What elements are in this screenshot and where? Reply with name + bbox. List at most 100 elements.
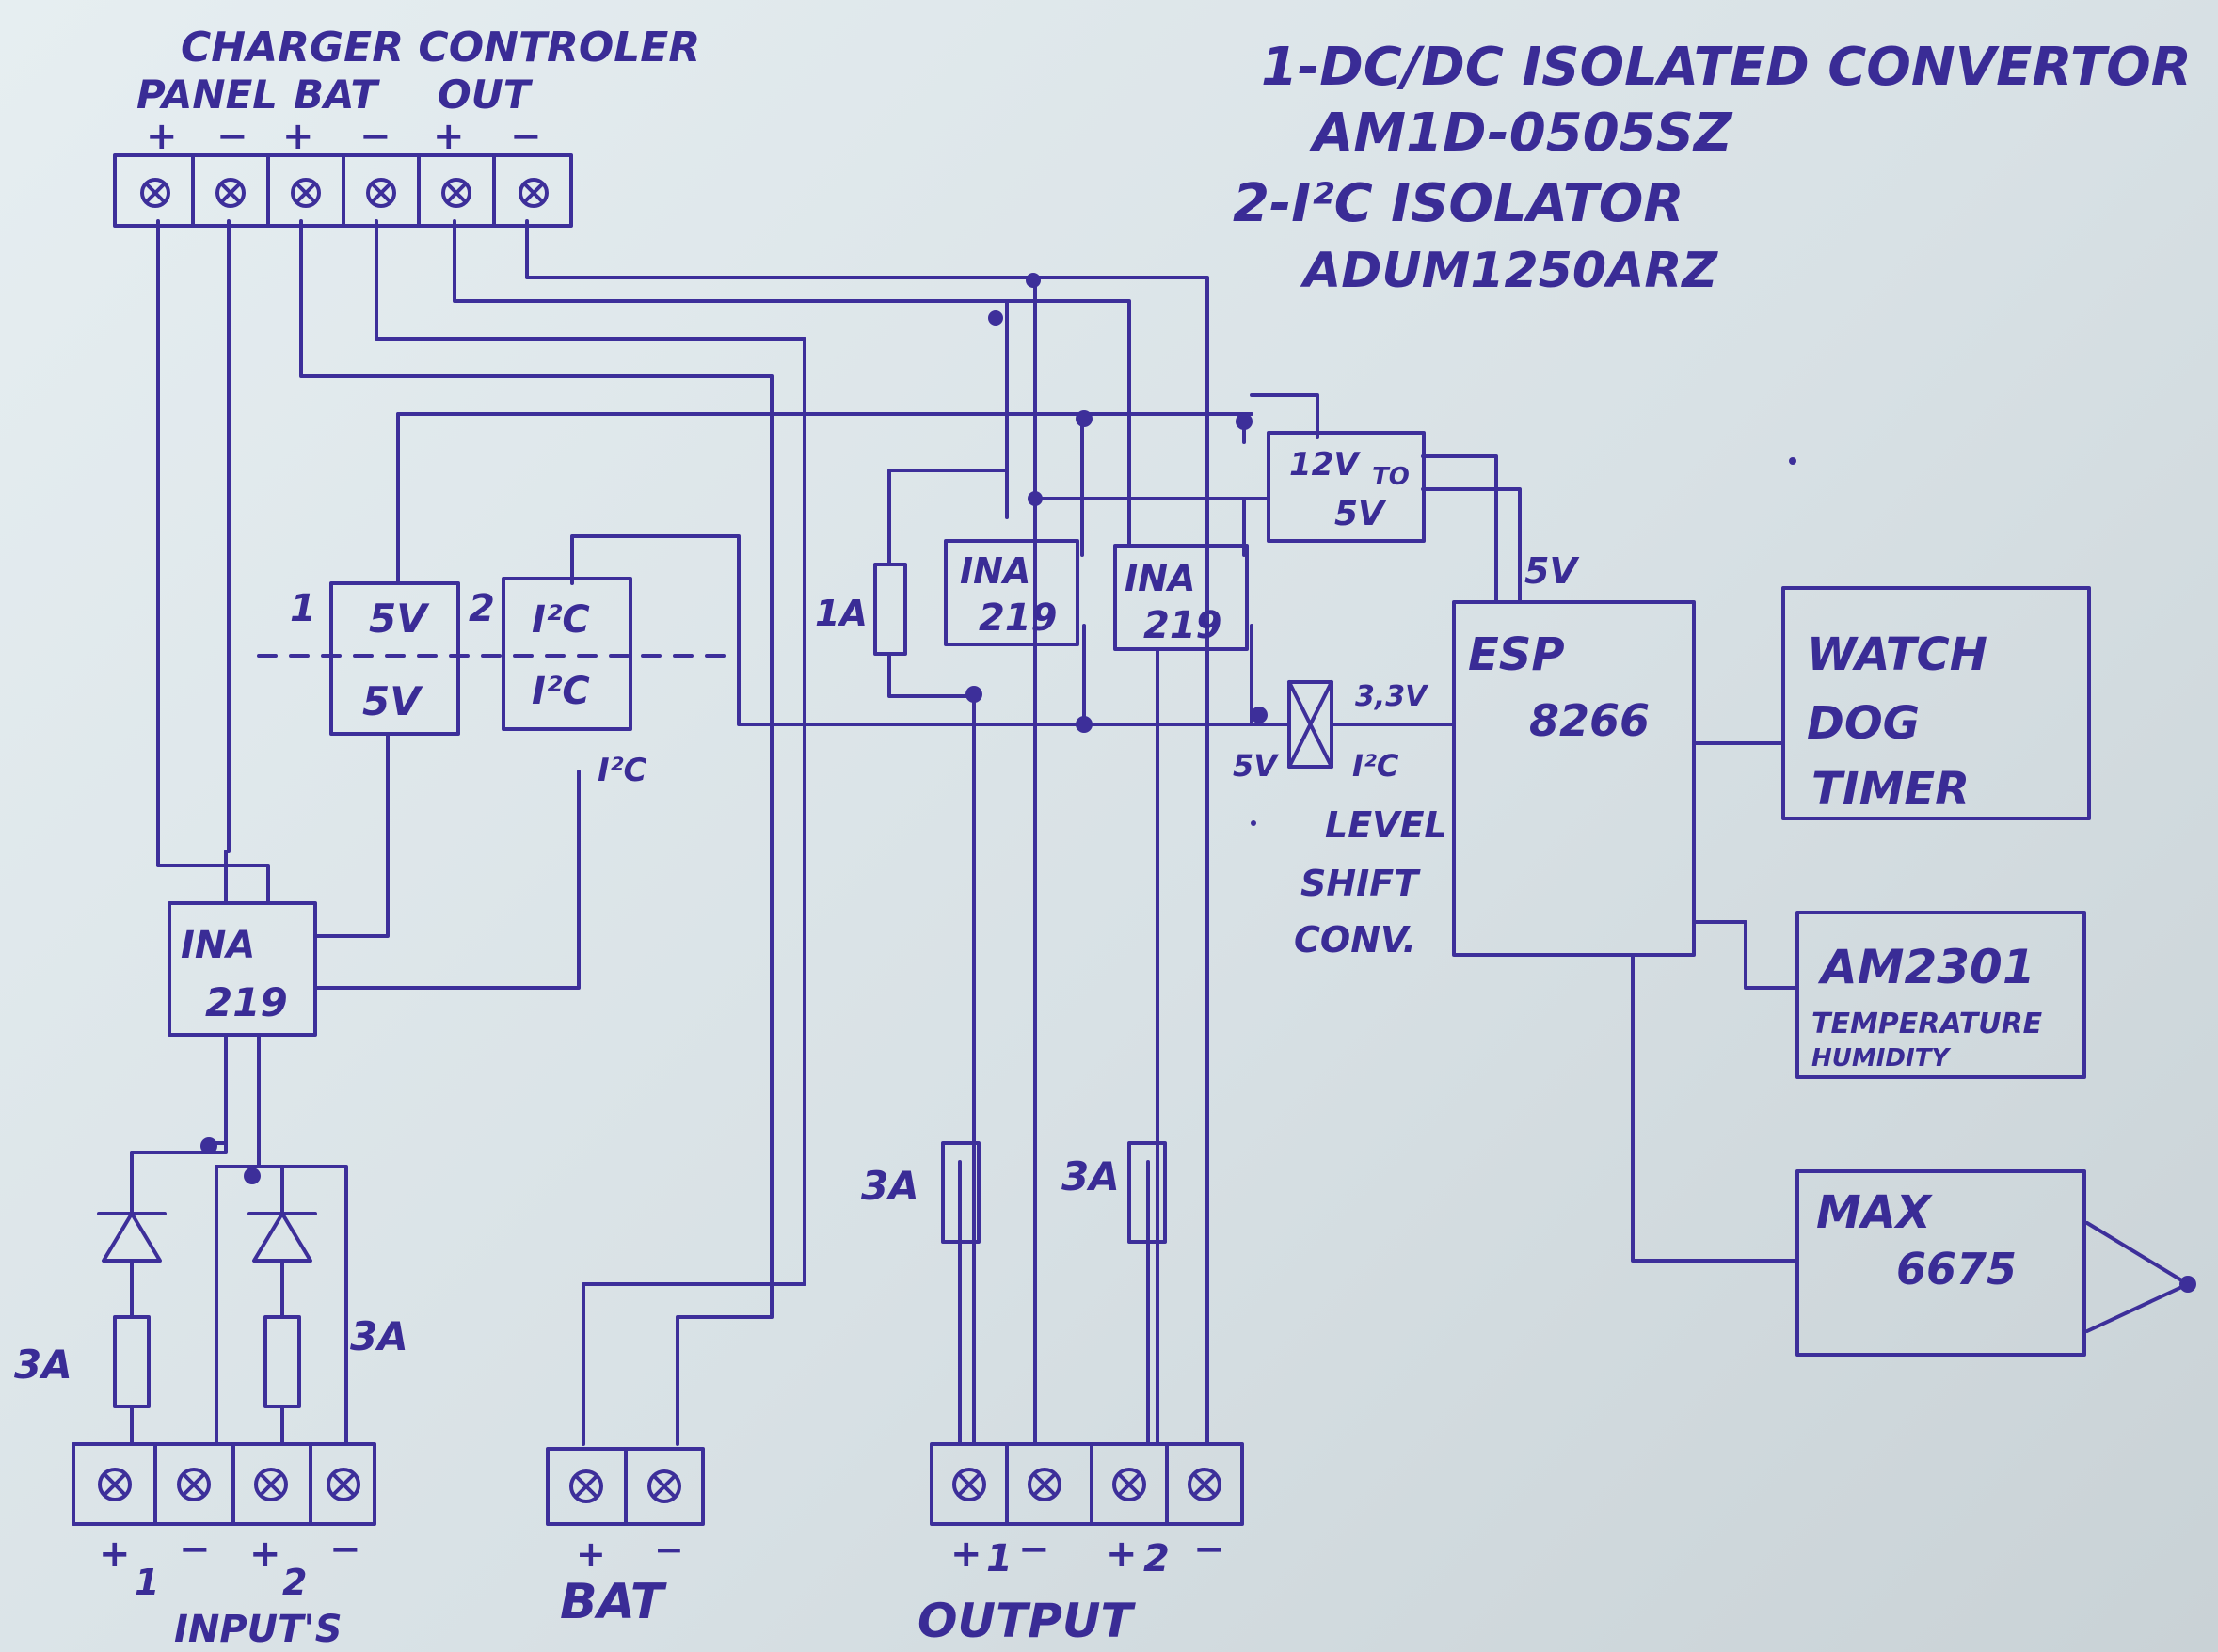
note-line-2: AM1D-0505SZ <box>1309 103 1733 164</box>
wire-bat-minus <box>375 219 806 1446</box>
inputs-number-2: 2 <box>282 1562 307 1603</box>
note-line-1: 1-DC/DC ISOLATED CONVERTOR <box>1261 37 2192 98</box>
ina-inputs-line2: 219 <box>205 979 288 1025</box>
fuse-input-2 <box>263 1315 301 1408</box>
fuse-output-1 <box>941 1141 981 1244</box>
charger-bat-plus: + <box>282 115 314 158</box>
regulator-line1: 12V <box>1289 446 1361 484</box>
ina-inputs-line1: INA <box>181 924 255 967</box>
output-number-1: 1 <box>986 1537 1013 1581</box>
watchdog-box <box>1781 586 2091 820</box>
charger-panel-label: PANEL <box>136 71 278 118</box>
junction-dot <box>244 1168 261 1184</box>
input-protection <box>97 1212 317 1408</box>
junction-dot <box>1028 491 1043 506</box>
junction-dot <box>1236 413 1253 430</box>
level-shifter-symbol <box>1287 680 1333 769</box>
max6675-line2: 6675 <box>1896 1244 2017 1295</box>
am2301-line1: AM2301 <box>1817 940 2035 994</box>
watchdog-line2: DOG <box>1807 697 1920 750</box>
fuse-output-2 <box>1127 1141 1167 1244</box>
esp-line1: ESP <box>1468 628 1565 681</box>
dcdc-top-label: 5V <box>369 596 430 642</box>
wire-reg-esp-gnd <box>1421 487 1522 604</box>
inputs-1-minus: − <box>179 1528 211 1571</box>
thermocouple-probe <box>2085 1221 2190 1333</box>
ina219-inputs-box <box>168 901 317 1037</box>
output-number-2: 2 <box>1143 1537 1170 1581</box>
wire-esp-am2301 <box>1692 920 1799 990</box>
wire-reg-in <box>1250 393 1319 439</box>
output-2-minus: − <box>1193 1528 1225 1571</box>
junction-dot <box>965 686 982 703</box>
output-terminal-block <box>930 1442 1244 1526</box>
junction-dot <box>1076 716 1093 733</box>
diode-2 <box>247 1212 317 1263</box>
ina-out1-line2: 219 <box>979 596 1058 640</box>
watchdog-line3: TIMER <box>1811 763 1970 816</box>
charger-bat-minus: − <box>359 115 391 158</box>
wires <box>130 219 2190 1446</box>
wire-in1-top <box>130 1141 228 1154</box>
output-1-minus: − <box>1018 1528 1050 1571</box>
fuse-input-2-label: 3A <box>350 1313 408 1359</box>
bat-terminal-block <box>546 1447 705 1526</box>
junction-dot <box>1076 410 1093 427</box>
wire-reg-esp-5v <box>1421 454 1498 604</box>
junction-dot <box>200 1137 217 1154</box>
fuse-output-2-label: 3A <box>1061 1153 1120 1199</box>
wire-out-plus <box>453 219 1131 548</box>
terminal-body <box>930 1442 1244 1526</box>
wire-i2c-bus <box>570 534 1291 726</box>
ina-out2-line1: INA <box>1125 558 1195 599</box>
output-terminal-label: OUTPUT <box>918 1594 1136 1648</box>
wire-1a-top <box>887 469 1009 566</box>
level-shift-line3: CONV. <box>1294 919 1416 961</box>
wire-iso2-ina <box>313 770 581 990</box>
level-shift-33v: 3,3V <box>1355 680 1429 713</box>
charger-terminal-block <box>113 153 573 228</box>
ink-dot <box>1251 820 1256 826</box>
diode-1 <box>97 1212 167 1263</box>
inputs-2-plus: + <box>249 1533 281 1576</box>
inputs-terminal-block <box>72 1442 376 1526</box>
max6675-line1: MAX <box>1816 1186 1933 1239</box>
bat-terminal-minus: − <box>654 1529 684 1570</box>
max6675-box <box>1795 1169 2086 1357</box>
fuse-1a <box>873 563 907 656</box>
wire-out-minus <box>525 219 1209 1446</box>
output-2-plus: + <box>1106 1533 1138 1576</box>
esp8266-box <box>1452 600 1696 957</box>
am2301-line3: HUMIDITY <box>1811 1044 1952 1072</box>
inputs-terminal-label: INPUT'S <box>174 1608 343 1651</box>
charger-bat-label: BAT <box>294 71 380 118</box>
regulator-line2: TO <box>1372 463 1410 491</box>
fuse-output-1-label: 3A <box>861 1163 919 1209</box>
screw-terminal <box>441 178 471 208</box>
wire-panel-plus <box>156 219 270 905</box>
esp-line2: 8266 <box>1529 695 1650 746</box>
wire-panel-minus <box>224 219 231 905</box>
note-line-3: 2-I²C ISOLATOR <box>1233 173 1684 234</box>
junction-dot <box>1251 707 1268 723</box>
i2c-iso-bottom-label: I²C <box>532 670 590 713</box>
level-shift-5v: 5V <box>1233 748 1279 784</box>
inputs-2-minus: − <box>329 1528 361 1571</box>
charger-panel-minus: − <box>216 115 248 158</box>
regulator-line3: 5V <box>1334 495 1387 533</box>
fuse-input-1-label: 3A <box>14 1342 72 1388</box>
level-shift-line1: LEVEL <box>1325 804 1447 846</box>
output-1-plus: + <box>950 1533 982 1576</box>
screw-terminal <box>215 178 246 208</box>
screw-terminal <box>291 178 321 208</box>
i2c-iso-out-label: I²C <box>598 752 647 789</box>
ina-out1-line1: INA <box>960 550 1030 592</box>
junction-dots <box>200 273 2196 1293</box>
inputs-number-1: 1 <box>135 1562 159 1603</box>
charger-out-plus: + <box>433 115 465 158</box>
watchdog-line1: WATCH <box>1807 628 1987 681</box>
screw-terminal <box>140 178 170 208</box>
wire-iso1-ina <box>313 732 390 938</box>
note-line-4: ADUM1250ARZ <box>1300 243 1718 299</box>
